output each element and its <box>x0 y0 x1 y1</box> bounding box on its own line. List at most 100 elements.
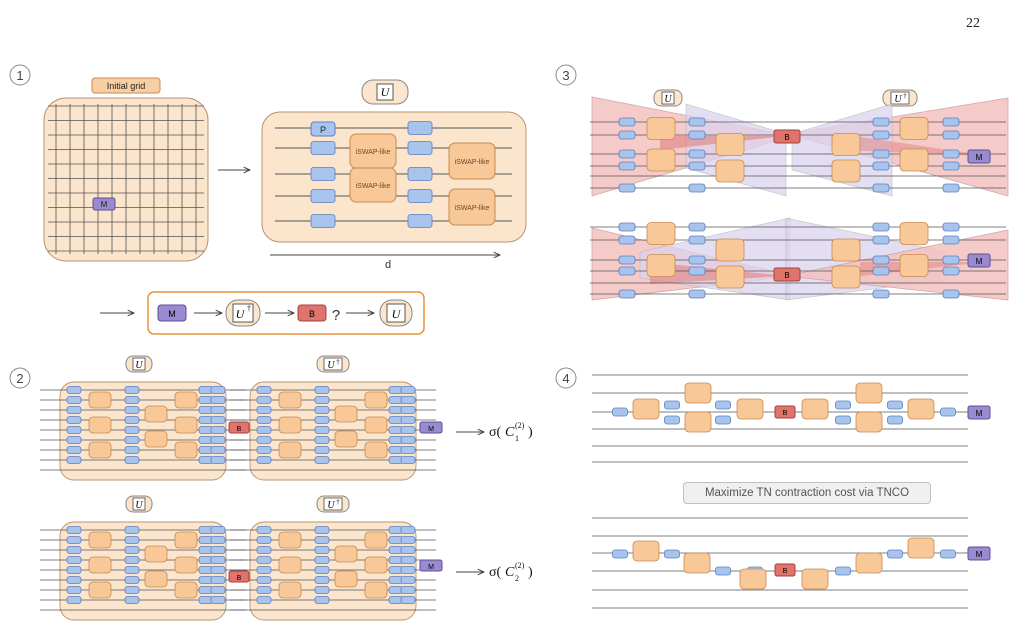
panel-3-badge <box>555 64 577 86</box>
single-qubit-gate <box>210 436 226 444</box>
single-qubit-gate <box>66 536 82 544</box>
single-qubit-gate <box>715 415 731 425</box>
iswap-gate-2: iSWAP-like <box>349 167 397 203</box>
p2-circuits <box>40 381 436 621</box>
two-qubit-gate <box>334 405 358 423</box>
single-qubit-gate <box>124 566 140 574</box>
single-qubit-gate <box>66 446 82 454</box>
iswap-label-2: iSWAP-like <box>356 183 391 190</box>
p3-circuits <box>590 117 1006 299</box>
p2-udag-label-2: U <box>327 500 335 511</box>
seq-b <box>297 304 327 322</box>
single-qubit-gate <box>872 222 890 232</box>
single-qubit-gate <box>314 426 330 434</box>
single-qubit-gate <box>124 456 140 464</box>
two-qubit-gate <box>364 441 388 459</box>
single-qubit-gate <box>256 386 272 394</box>
panel-3-label: 3 <box>562 68 569 83</box>
single-qubit-gate <box>872 235 890 245</box>
p3-m-2 <box>967 253 991 268</box>
single-qubit-gate <box>872 183 890 193</box>
single-qubit-gate <box>612 549 628 559</box>
two-qubit-gate <box>278 416 302 434</box>
grid-marker-m <box>92 197 116 211</box>
single-qubit-gate <box>314 386 330 394</box>
single-qubit-gate <box>400 426 416 434</box>
single-qubit-gate <box>612 407 628 417</box>
single-qubit-gate <box>66 566 82 574</box>
single-qubit-gate <box>407 214 433 228</box>
seq-question: ? <box>332 307 340 324</box>
single-qubit-gate <box>124 386 140 394</box>
single-qubit-gate <box>210 596 226 604</box>
p4-m-label-2: M <box>976 550 983 559</box>
p2-m-2 <box>419 559 443 572</box>
two-qubit-gate <box>174 391 198 409</box>
formula-1-sub: 1 <box>515 434 519 443</box>
single-qubit-gate <box>618 183 636 193</box>
single-qubit-gate <box>407 189 433 203</box>
single-qubit-gate <box>400 526 416 534</box>
single-qubit-gate <box>407 141 433 155</box>
single-qubit-gate <box>835 566 851 576</box>
single-qubit-gate <box>256 416 272 424</box>
single-qubit-gate <box>310 141 336 155</box>
single-qubit-gate <box>688 183 706 193</box>
single-qubit-gate <box>314 566 330 574</box>
two-qubit-gate <box>632 540 660 562</box>
two-qubit-gate <box>364 556 388 574</box>
p3-top-diagram <box>591 96 1009 197</box>
single-qubit-gate <box>124 416 140 424</box>
two-qubit-gate <box>646 254 676 277</box>
two-qubit-gate <box>174 441 198 459</box>
single-qubit-gate <box>314 536 330 544</box>
single-qubit-gate <box>942 149 960 159</box>
single-qubit-gate <box>400 576 416 584</box>
formula-1-sigma: σ( <box>489 425 502 440</box>
single-qubit-gate <box>942 222 960 232</box>
single-qubit-gate <box>210 406 226 414</box>
single-qubit-gate <box>887 415 903 425</box>
two-qubit-gate <box>831 238 861 262</box>
single-qubit-gate <box>314 596 330 604</box>
p3-udag-label: U <box>894 94 902 105</box>
two-qubit-gate <box>855 411 883 433</box>
single-qubit-gate <box>618 149 636 159</box>
single-qubit-gate <box>124 396 140 404</box>
two-qubit-gate <box>144 545 168 563</box>
single-qubit-gate <box>688 149 706 159</box>
single-qubit-gate <box>66 396 82 404</box>
single-qubit-gate <box>872 117 890 127</box>
single-qubit-gate <box>618 222 636 232</box>
single-qubit-gate <box>66 556 82 564</box>
iswap-gate-3: iSWAP-like <box>448 142 496 180</box>
p4-b-1 <box>774 405 796 419</box>
iswap-label-1: iSWAP-like <box>356 149 391 156</box>
formula-2-sub: 2 <box>515 574 519 583</box>
single-qubit-gate <box>400 596 416 604</box>
single-qubit-gate <box>942 255 960 265</box>
single-qubit-gate <box>942 117 960 127</box>
two-qubit-gate <box>334 430 358 448</box>
single-qubit-gate <box>872 149 890 159</box>
panel-1-label: 1 <box>16 68 23 83</box>
single-qubit-gate <box>210 396 226 404</box>
single-qubit-gate <box>66 586 82 594</box>
single-qubit-gate <box>314 546 330 554</box>
two-qubit-gate <box>278 531 302 549</box>
single-qubit-gate <box>314 446 330 454</box>
single-qubit-gate <box>407 167 433 181</box>
single-qubit-gate <box>688 130 706 140</box>
p2-m-label-2: M <box>428 564 434 571</box>
single-qubit-gate <box>618 255 636 265</box>
formula-1-close: ) <box>528 425 533 440</box>
seq-udag: U <box>236 307 246 321</box>
single-qubit-gate <box>210 556 226 564</box>
p2-udag-sup-1: † <box>336 358 340 366</box>
p2-u-label-2: U <box>135 500 143 511</box>
p2-m-label-1: M <box>428 426 434 433</box>
single-qubit-gate <box>942 130 960 140</box>
single-qubit-gate <box>664 415 680 425</box>
seq-m <box>157 304 187 322</box>
single-qubit-gate <box>124 556 140 564</box>
